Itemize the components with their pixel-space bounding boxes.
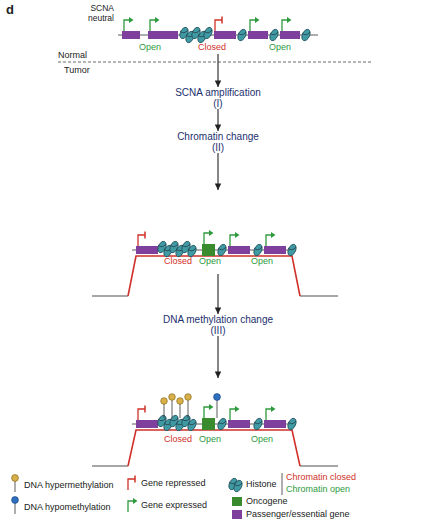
panel-letter: d	[6, 2, 14, 17]
legend-label: DNA hypomethylation	[24, 502, 111, 512]
state-label: Open	[262, 42, 298, 52]
legend-label: Chromatin closed	[286, 472, 356, 482]
region-label: Normal	[58, 50, 87, 60]
state-label: SCNA neutral	[80, 3, 114, 23]
legend-symbols	[12, 473, 282, 514]
process-step: DNA methylation change (III)	[158, 314, 278, 336]
process-step: SCNA amplification (I)	[171, 87, 265, 109]
gene-box	[214, 31, 236, 39]
flow-arrow	[217, 109, 218, 131]
legend-label: Passenger/essential gene	[246, 509, 350, 519]
flow-arrow	[217, 274, 218, 314]
divider-line	[58, 62, 372, 63]
gene-box	[248, 31, 268, 39]
histone-symbol	[300, 28, 312, 42]
hypomethylation-mark	[214, 394, 221, 401]
flow-arrow	[217, 153, 218, 190]
locus-track	[132, 404, 298, 432]
legend-label: Chromatin open	[286, 484, 350, 494]
state-label: Open	[192, 256, 228, 266]
state-label: Closed	[160, 434, 196, 444]
copy-baseline	[300, 295, 338, 297]
step-label: DNA methylation change (III)	[158, 314, 278, 336]
step-label: SCNA amplification (I)	[171, 87, 265, 109]
methylated-locus	[92, 394, 338, 466]
repressed-arrow	[215, 17, 222, 32]
hypermethylation-marks	[161, 394, 192, 405]
legend-label: Oncogene	[246, 496, 288, 506]
locus-diagram: ClosedOpenOpen	[93, 190, 343, 274]
copy-baseline	[92, 465, 128, 467]
flow-arrow	[217, 54, 218, 87]
legend-swatch	[232, 510, 242, 519]
legend-swatch	[232, 497, 242, 506]
expressed-arrow	[250, 17, 260, 31]
gene-box	[280, 31, 300, 39]
neutral-locus	[118, 17, 318, 44]
amplified-locus	[92, 230, 338, 296]
copy-baseline	[300, 465, 338, 467]
expressed-arrow	[124, 17, 134, 31]
state-label: Open	[244, 434, 280, 444]
step-label: Chromatin change (II)	[173, 131, 263, 153]
state-label: Open	[132, 42, 168, 52]
methylation-stalks	[164, 400, 217, 418]
locus-track	[132, 230, 298, 258]
expressed-arrow	[282, 17, 292, 31]
legend-label: DNA hypermethylation	[24, 480, 114, 490]
amplification-plateau	[128, 256, 300, 296]
locus-diagram: ClosedOpenOpen	[93, 378, 343, 444]
process-step: Chromatin change (II)	[173, 131, 263, 153]
histone-symbol	[268, 28, 280, 42]
state-label: Open	[244, 256, 280, 266]
legend-label: Histone	[246, 479, 277, 489]
region-label: Tumor	[64, 65, 90, 75]
copy-baseline	[92, 295, 128, 297]
locus-diagram: SCNA neutralOpen Closed Open	[68, 0, 368, 54]
histone-symbol	[236, 28, 248, 42]
legend-label: Gene repressed	[141, 478, 206, 488]
gene-box	[148, 31, 178, 39]
flow-arrow	[217, 336, 218, 378]
expressed-arrow	[150, 17, 160, 31]
state-label: Closed	[194, 42, 230, 52]
state-label: Closed	[160, 256, 196, 266]
gene-box	[122, 31, 140, 39]
state-label: Open	[192, 434, 228, 444]
histone-symbol	[202, 26, 214, 40]
amplification-plateau	[128, 430, 300, 466]
legend-label: Gene expressed	[141, 500, 207, 510]
